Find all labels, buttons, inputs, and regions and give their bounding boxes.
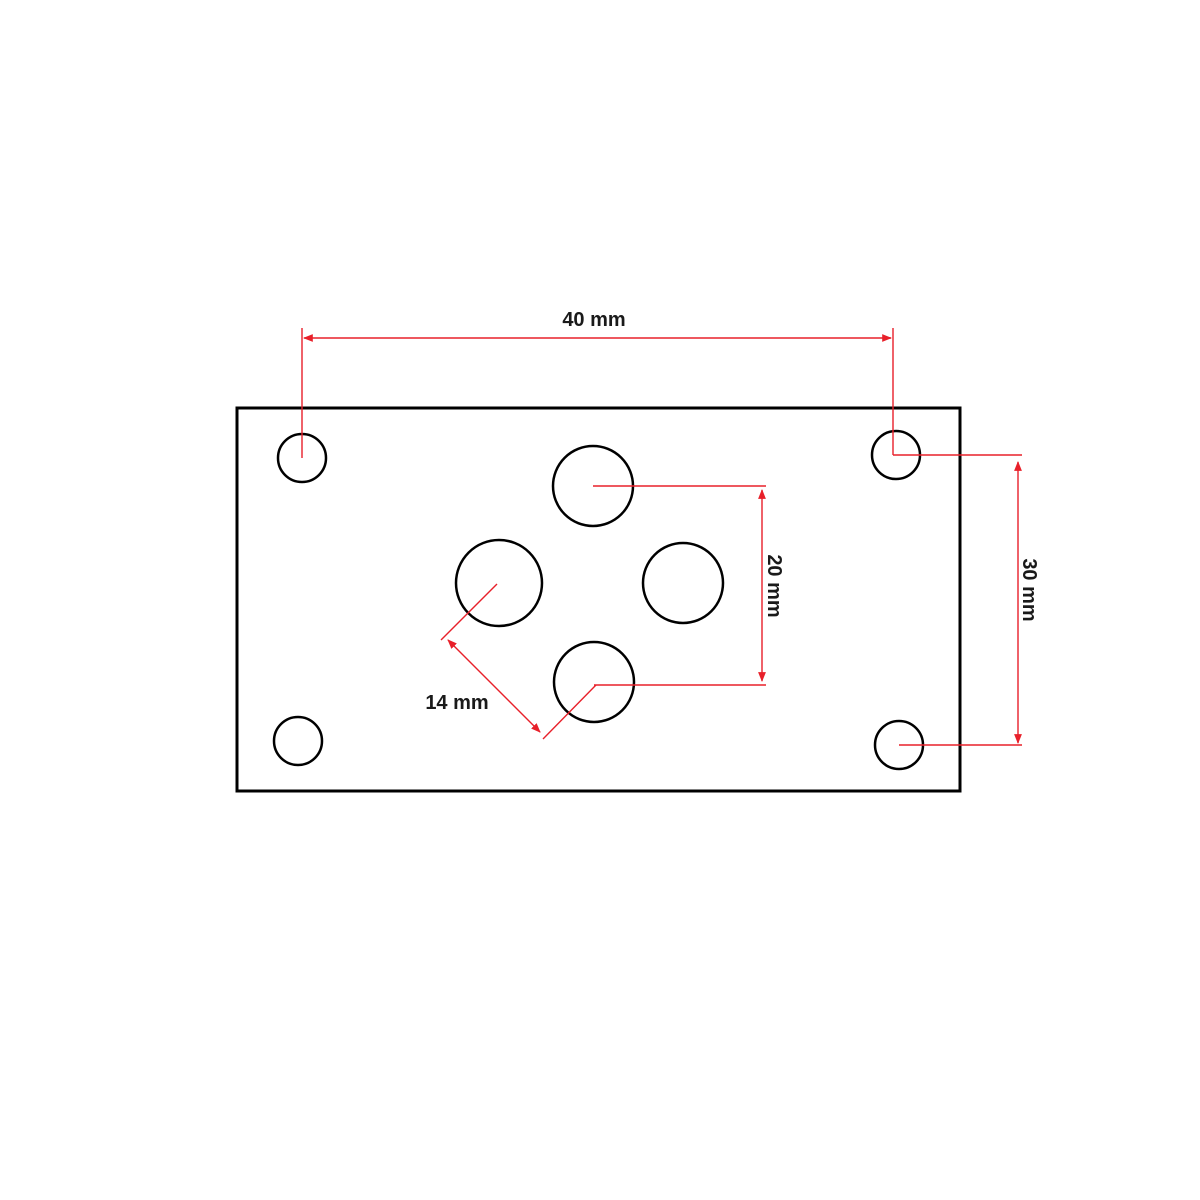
dimension-30mm: 30 mm <box>893 454 1040 746</box>
dimension-20mm: 20 mm <box>593 485 785 686</box>
dimension-40mm: 40 mm <box>301 309 894 458</box>
dimension-14mm: 14 mm <box>425 583 597 740</box>
dimension-label-40mm: 40 mm <box>562 309 625 331</box>
dimension-label-14mm: 14 mm <box>425 692 488 714</box>
port-hole-bottom <box>552 640 636 724</box>
dimension-label-30mm: 30 mm <box>1018 558 1040 621</box>
port-hole-left <box>454 538 544 628</box>
port-hole-right <box>641 541 725 625</box>
dimension-label-20mm: 20 mm <box>763 554 785 617</box>
plate-outline <box>235 406 962 793</box>
mounting-hole-bottom-left <box>272 715 324 767</box>
